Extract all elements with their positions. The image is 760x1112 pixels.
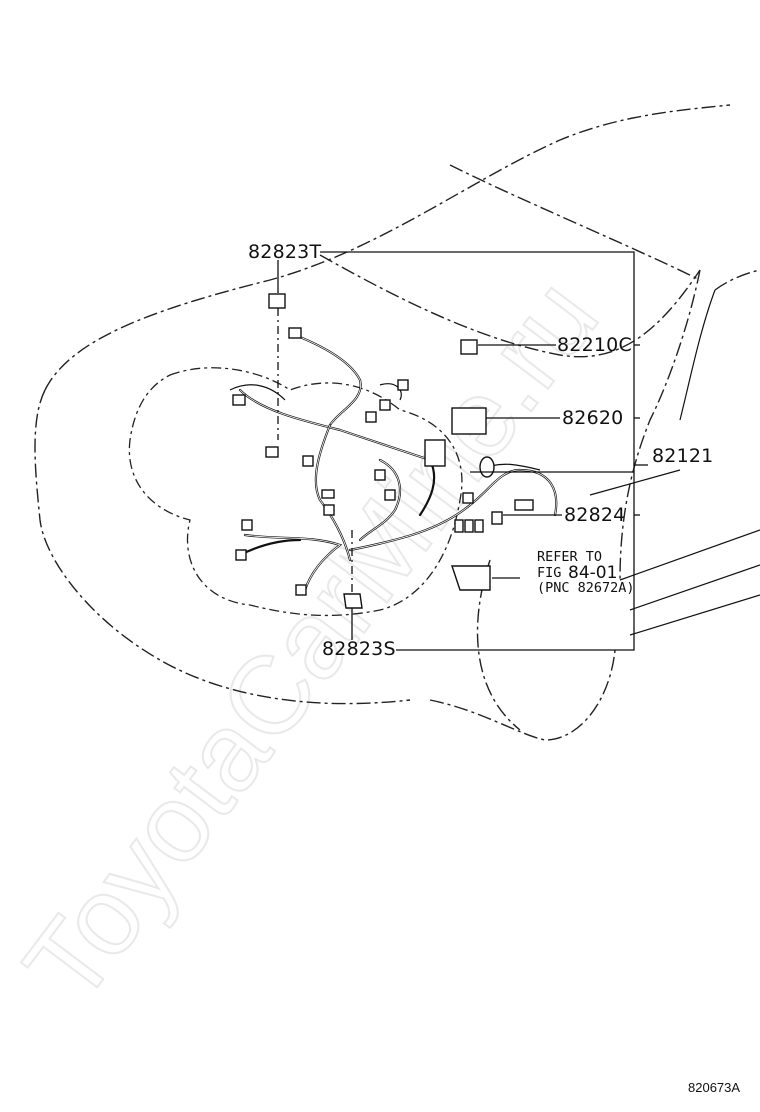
- callout-82823S: 82823S: [322, 638, 396, 660]
- callout-82823T: 82823T: [248, 241, 321, 263]
- reference-note: REFER TO FIG 84-01 (PNC 82672A): [537, 549, 635, 596]
- figure-code: 820673A: [688, 1080, 740, 1095]
- callout-82620: 82620: [562, 407, 623, 429]
- engine-outline: [128, 367, 463, 617]
- reference-note-pnc: (PNC 82672A): [537, 580, 635, 596]
- part-callouts: 82823T 82210C 82620 82121 82824 82823S: [248, 241, 713, 660]
- reference-note-fig-number: 84-01: [568, 563, 617, 583]
- callout-82824: 82824: [564, 504, 625, 526]
- callout-82210C: 82210C: [557, 334, 632, 356]
- harness-connectors: [232, 293, 534, 609]
- reference-note-fig-prefix: FIG: [537, 565, 561, 581]
- watermark-text: ToyotaCarMine.ru: [1, 257, 622, 1024]
- vehicle-body-outline: [34, 104, 760, 741]
- reference-note-line1: REFER TO: [537, 549, 602, 565]
- callout-82121: 82121: [652, 445, 713, 467]
- callout-leaders: [277, 251, 648, 651]
